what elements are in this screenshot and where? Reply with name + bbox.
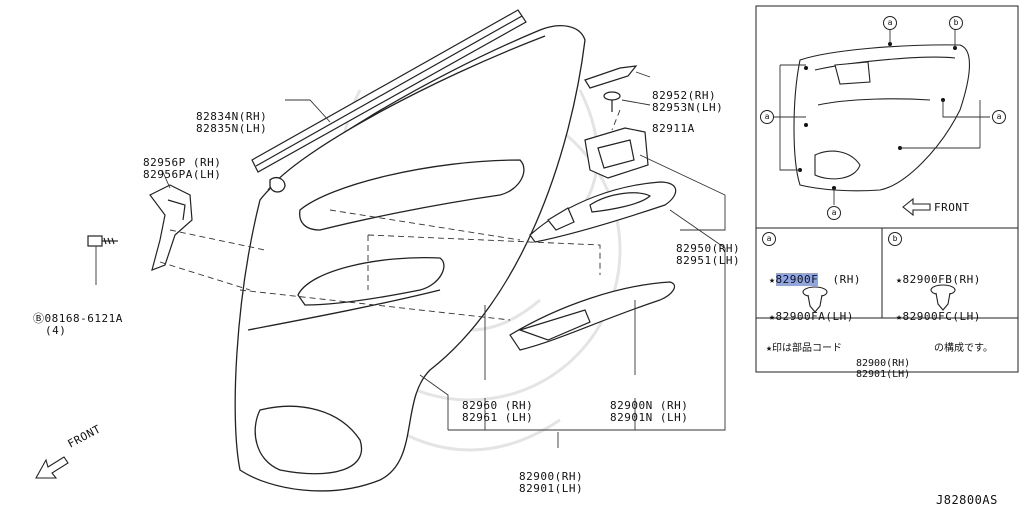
weatherstrip-part[interactable]	[251, 9, 527, 173]
clip-b-icon	[930, 284, 956, 311]
door-trim-panel[interactable]	[234, 25, 586, 492]
inset-front-arrow-icon	[902, 197, 931, 217]
inset-note-codes: 82900(RH)82901(LH)	[856, 358, 911, 380]
callout-b-marker: b	[888, 232, 902, 246]
bolt-part[interactable]	[87, 235, 118, 247]
inset-door-panel[interactable]	[793, 44, 971, 192]
callout-a-marker: a	[992, 110, 1006, 124]
inset-leader-lines	[772, 28, 990, 205]
inset-frame	[755, 5, 1019, 373]
lower-finisher-part[interactable]	[509, 281, 675, 351]
part-label-82952[interactable]: 82952(RH)82953N(LH)	[652, 89, 724, 114]
clip-a-codes[interactable]: ★82900F (RH) ★82900FA(LH)	[769, 273, 862, 323]
clip-b-codes[interactable]: ★82900FB(RH) ★82900FC(LH)	[896, 273, 981, 324]
part-label-82960[interactable]: 82960 (RH)82961 (LH)	[462, 399, 534, 424]
part-code-82900F: 82900F	[775, 273, 819, 286]
part-label-82911A[interactable]: 82911A	[652, 122, 695, 135]
inset-note-suffix: の構成です。	[934, 343, 993, 354]
screw-part[interactable]	[603, 91, 621, 112]
callout-a-marker: a	[883, 16, 897, 30]
clip-a-icon	[802, 286, 828, 313]
part-label-82900N[interactable]: 82900N (RH)82901N (LH)	[610, 399, 689, 424]
callout-b-marker: b	[949, 16, 963, 30]
part-label-82900[interactable]: 82900(RH)82901(LH)	[519, 470, 584, 495]
part-label-08168[interactable]: Ⓑ08168-6121A(4)	[33, 312, 123, 337]
inset-note-prefix: ★印は部品コード	[766, 343, 843, 354]
part-label-82956P[interactable]: 82956P (RH)82956PA(LH)	[143, 156, 222, 181]
leader-lines	[95, 71, 726, 448]
inset-front-label: FRONT	[934, 201, 970, 214]
handle-escutcheon-part[interactable]	[584, 127, 649, 179]
part-label-82834N[interactable]: 82834N(RH)82835N(LH)	[196, 110, 268, 135]
assembly-dashed-lines	[159, 109, 621, 321]
armrest-finisher-part[interactable]	[529, 181, 677, 243]
callout-a-marker: a	[827, 206, 841, 220]
bracket-part[interactable]	[149, 184, 193, 271]
front-arrow-icon	[35, 456, 69, 479]
callout-a-marker: a	[762, 232, 776, 246]
inset-clip-dots	[798, 42, 957, 190]
part-label-82950[interactable]: 82950(RH)82951(LH)	[676, 242, 741, 267]
finisher-part[interactable]	[584, 65, 638, 89]
callout-a-marker: a	[760, 110, 774, 124]
diagram-code: J82800AS	[936, 493, 998, 507]
